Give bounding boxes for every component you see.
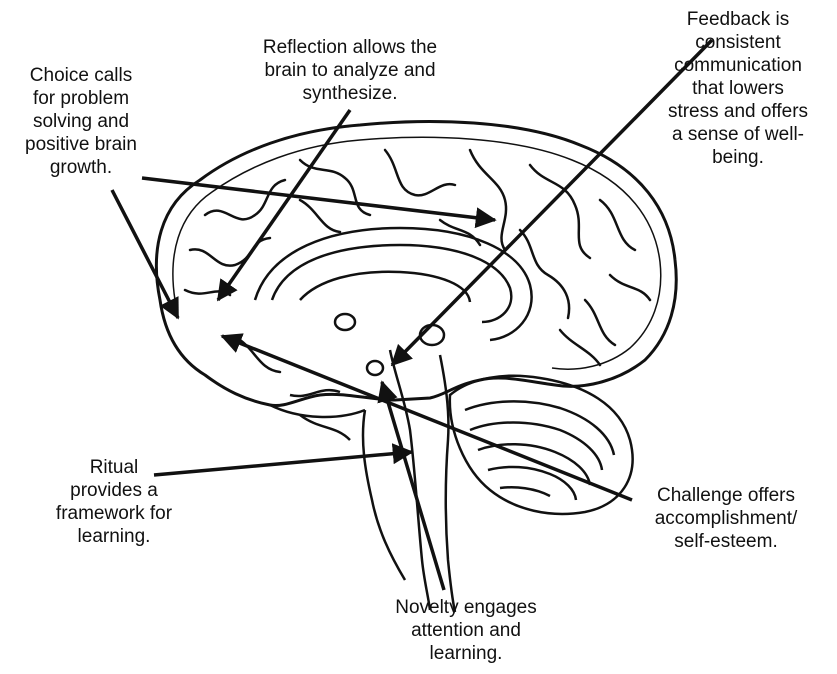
label-line: growth.: [8, 156, 154, 179]
label-line: Ritual: [40, 456, 188, 479]
label-novelty: Novelty engages attention and learning.: [360, 596, 572, 665]
label-line: synthesize.: [236, 82, 464, 105]
label-line: stress and offers: [640, 100, 836, 123]
label-line: communication: [640, 54, 836, 77]
label-line: that lowers: [640, 77, 836, 100]
arrow-choice-1: [142, 178, 495, 220]
label-line: Challenge offers: [628, 484, 824, 507]
label-ritual: Ritual provides a framework for learning…: [40, 456, 188, 548]
label-line: Reflection allows the: [236, 36, 464, 59]
temporal-lobe: [270, 390, 405, 580]
label-challenge: Challenge offers accomplishment/ self-es…: [628, 484, 824, 553]
cortex-inner-outline: [173, 137, 661, 369]
label-reflection: Reflection allows the brain to analyze a…: [236, 36, 464, 105]
label-line: being.: [640, 146, 836, 169]
label-line: provides a: [40, 479, 188, 502]
label-line: Feedback is: [640, 8, 836, 31]
cerebellum: [450, 376, 633, 514]
label-line: Novelty engages: [360, 596, 572, 619]
label-line: Choice calls: [8, 64, 154, 87]
label-line: positive brain: [8, 133, 154, 156]
label-line: solving and: [8, 110, 154, 133]
label-line: learning.: [360, 642, 572, 665]
label-line: brain to analyze and: [236, 59, 464, 82]
arrow-challenge: [222, 336, 632, 500]
label-feedback: Feedback is consistent communication tha…: [640, 8, 836, 169]
arrow-ritual: [154, 452, 412, 475]
label-line: consistent: [640, 31, 836, 54]
label-line: attention and: [360, 619, 572, 642]
label-line: self-esteem.: [628, 530, 824, 553]
label-choice: Choice calls for problem solving and pos…: [8, 64, 154, 179]
label-line: accomplishment/: [628, 507, 824, 530]
label-line: for problem: [8, 87, 154, 110]
corpus-callosum: [255, 228, 532, 340]
arrow-choice-2: [112, 190, 178, 318]
label-line: a sense of well-: [640, 123, 836, 146]
label-line: learning.: [40, 525, 188, 548]
label-line: framework for: [40, 502, 188, 525]
